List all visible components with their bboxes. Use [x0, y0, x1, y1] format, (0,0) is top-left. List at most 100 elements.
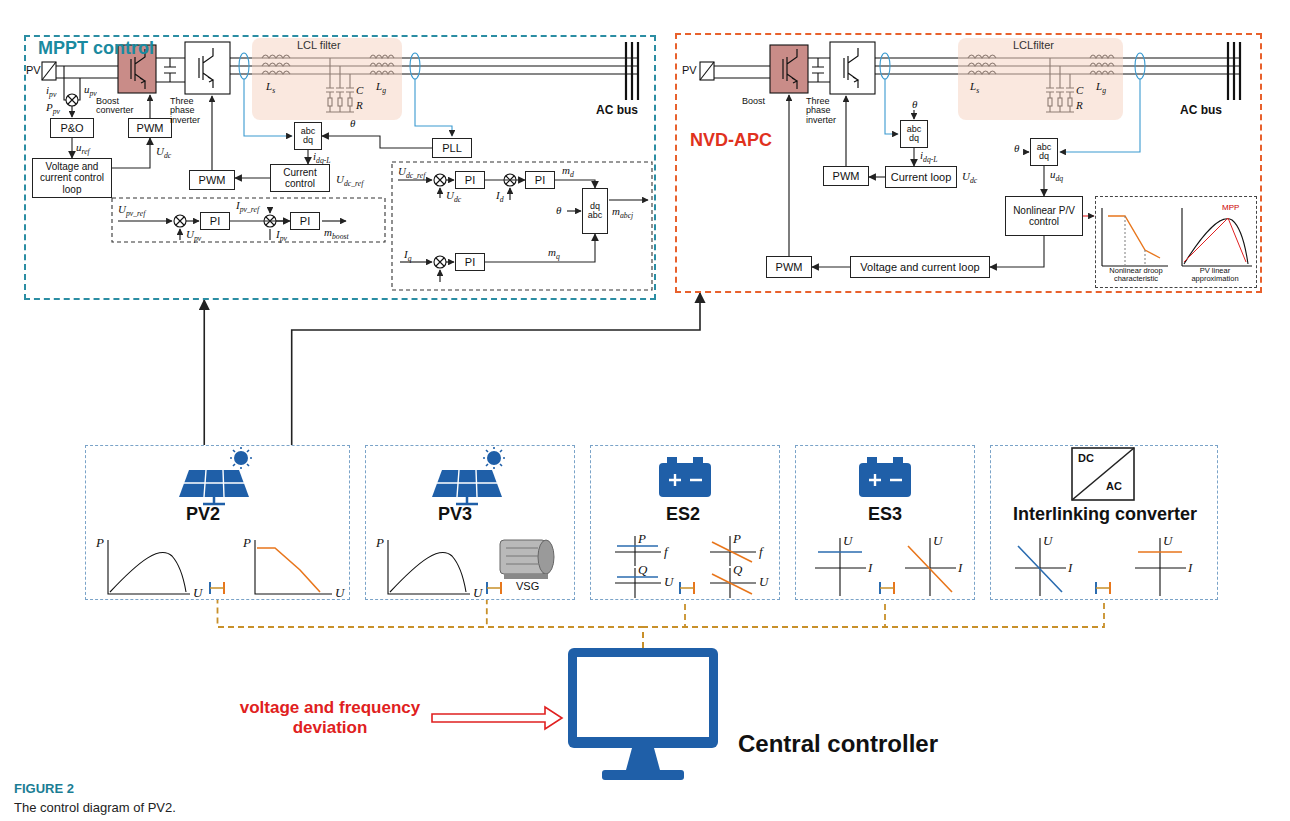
signal-label: U: [473, 586, 482, 600]
mppt-circuit: [400, 261, 432, 262]
node-text: PI: [210, 215, 220, 228]
label-main: i: [313, 150, 316, 162]
label-subscript: dq: [1056, 174, 1064, 183]
node-text: Central controller: [738, 730, 938, 758]
node-text: abc: [301, 127, 316, 136]
node-text: PV3: [438, 504, 472, 525]
signal-label: U: [759, 575, 768, 589]
converter-icon: [1072, 448, 1134, 500]
label-main: m: [562, 164, 570, 176]
signal-label: Ipv_ref: [236, 199, 259, 215]
signal-label: Id: [496, 189, 504, 205]
label-subscript: pv: [90, 89, 97, 98]
signal-label: Ls: [266, 80, 275, 96]
unit-box: ES3: [795, 445, 975, 600]
control-block: PWM: [128, 118, 172, 138]
label-main: u: [1050, 168, 1056, 180]
nvd-circuit: [770, 45, 808, 93]
label-subscript: d: [500, 195, 504, 204]
signal-label: Udc: [156, 145, 171, 161]
unit-icons: [659, 457, 711, 497]
converter-icon: [1072, 448, 1134, 500]
control-block: abcdq: [1030, 138, 1058, 166]
node-text: abc: [588, 211, 603, 220]
unit-icons: [179, 447, 252, 504]
node-text: LCL filter: [297, 39, 341, 51]
label-subscript: pv_ref: [126, 209, 145, 218]
node-text: abc: [1037, 143, 1052, 152]
control-block: P&O: [50, 118, 94, 138]
characteristic-charts: [210, 587, 1110, 588]
node-text: Current loop: [891, 171, 952, 184]
controller-icon: [568, 648, 718, 748]
signal-label: Ppv: [46, 101, 60, 117]
mppt-circuit: [199, 48, 213, 88]
signal-label: P: [96, 536, 104, 550]
signal-label: f: [759, 545, 763, 559]
signal-label: I: [958, 561, 962, 575]
control-block: PI: [455, 253, 485, 271]
label-subscript: pv: [280, 234, 287, 243]
signal-label: I: [1188, 561, 1192, 575]
node-text: dq: [909, 134, 919, 143]
signal-label: idq-L: [313, 150, 331, 166]
control-block: Current control: [270, 164, 330, 192]
signal-label: Ls: [970, 80, 979, 96]
signal-label: Udc_ref: [336, 173, 363, 189]
node-text: Nonlinear P/V control: [1010, 205, 1078, 228]
label-main: L: [376, 80, 382, 92]
characteristic-charts: [110, 552, 466, 592]
signal-label: mq: [548, 246, 560, 262]
signal-label: PV: [682, 64, 697, 76]
control-block: Nonlinear P/V control: [1005, 196, 1083, 236]
vsg-icon: [506, 548, 538, 564]
signal-label: P: [638, 532, 646, 546]
nvd-circuit: [880, 53, 890, 79]
signal-label: Q: [733, 563, 742, 577]
connector: [71, 138, 72, 158]
node-text: PLL: [442, 142, 462, 155]
signal-label: f: [664, 545, 668, 559]
signal-label: R: [1076, 99, 1083, 111]
node-text: ES2: [666, 504, 700, 525]
nvd-circuit: [913, 110, 914, 119]
signal-label: mabcj: [612, 205, 633, 221]
signal-label: P: [733, 532, 741, 546]
label-main: m: [324, 226, 332, 238]
mppt-circuit: [322, 220, 346, 221]
control-block: PWM: [189, 170, 235, 190]
node-text: P&O: [60, 122, 83, 135]
control-block: PWM: [766, 256, 812, 278]
mppt-circuit: [509, 188, 510, 200]
characteristic-charts: [908, 546, 1182, 592]
unit-box: PV3VSG: [365, 445, 575, 600]
connector: [292, 293, 700, 445]
control-block: dqabc: [582, 188, 608, 234]
label-subscript: ref: [82, 147, 90, 156]
filter-band: LCLfilter: [958, 38, 1123, 120]
label-main: U: [446, 189, 454, 201]
nvd-circuit: [808, 58, 830, 82]
characteristic-charts: [108, 536, 1186, 598]
signal-label: P: [243, 536, 251, 550]
signal-label: voltage and frequency deviation: [235, 698, 425, 737]
connector: [555, 180, 595, 188]
filter-band: LCL filter: [252, 38, 402, 120]
signal-label: Lg: [1096, 80, 1106, 96]
node-text: Nonlinear droop characteristic: [1099, 267, 1173, 284]
mppt-circuit: [626, 42, 638, 100]
nvd-circuit: [1228, 42, 1240, 100]
node-text: ES3: [868, 504, 902, 525]
label-subscript: q: [556, 252, 560, 261]
control-panel: MPPT controlP&OVoltage and current contr…: [24, 35, 656, 300]
control-block: PWM: [823, 166, 869, 186]
mppt-circuit: [179, 229, 180, 240]
label-main: m: [612, 205, 620, 217]
label-subscript: dq-L: [923, 155, 938, 164]
label-main: U: [962, 170, 970, 182]
signal-label: MPP: [1222, 204, 1239, 213]
mppt-circuit: [410, 53, 420, 79]
characteristic-charts: [108, 540, 470, 594]
node-text: PWM: [833, 170, 860, 183]
label-main: I: [404, 248, 408, 260]
